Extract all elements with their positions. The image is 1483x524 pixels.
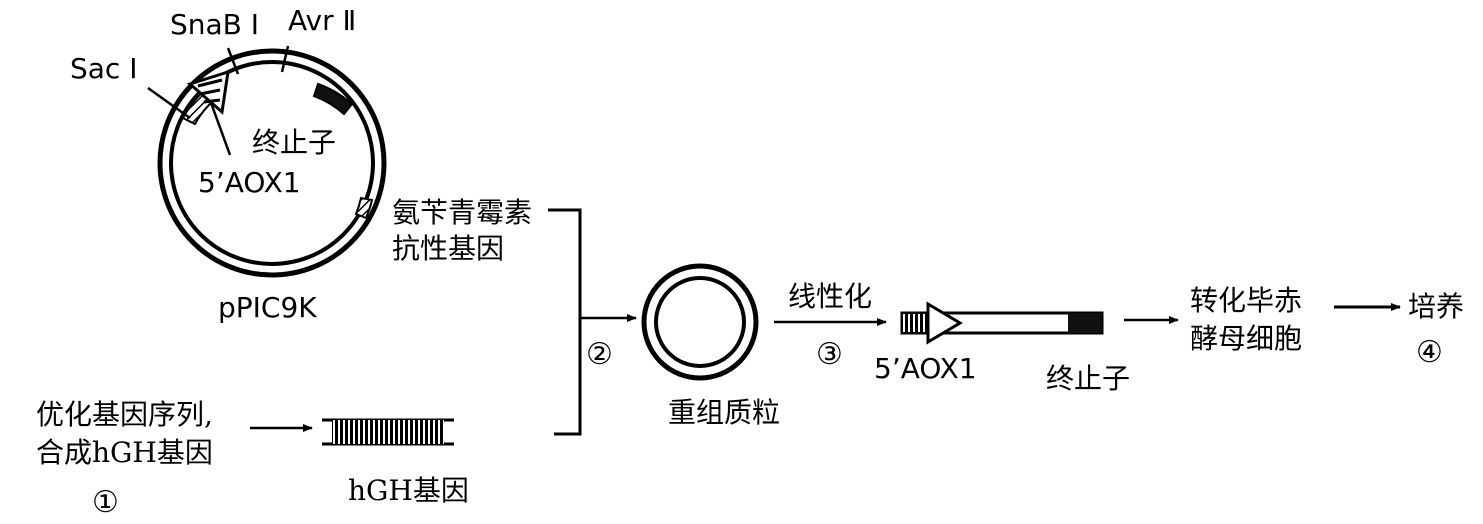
step1: 优化基因序列, 合成hGH基因 ① [36,398,313,520]
transform-label-line1: 转化毕赤 [1190,284,1302,317]
gene-label: hGH基因 [348,474,469,507]
site-avr: Avr Ⅱ [288,4,356,37]
step2-bracket: ② [548,208,637,436]
step3-number: ③ [816,337,843,372]
plasmid-inner-ring [169,60,375,266]
resistance-label-line1: 氨苄青霉素 [392,196,532,229]
step4-label: 培养 [1408,290,1464,323]
recombinant-outer-ring [641,263,759,381]
step1-number: ① [92,485,119,520]
resistance-label-line2: 抗性基因 [392,232,504,265]
plasmid-promoter-label: 5’AOX1 [198,166,301,199]
plasmid-pPIC9K: Sac Ⅰ SnaB Ⅰ Avr Ⅱ 终止子 5’AOX1 pPIC9K 氨苄青… [70,4,532,324]
transformation: 转化毕赤 酵母细胞 [1124,284,1302,355]
step4: 培养 ④ [1334,290,1464,370]
recombinant-inner-ring [654,276,746,368]
linear-promoter-block [901,312,929,334]
step3: 线性化 ③ [774,280,887,372]
plasmid-name: pPIC9K [218,291,317,324]
terminator-segment [312,82,354,116]
plasmid-terminator-label: 终止子 [252,126,336,159]
recombinant-label: 重组质粒 [668,396,780,429]
transform-label-line2: 酵母细胞 [1190,322,1302,355]
resistance-marker [354,196,374,220]
site-snab: SnaB Ⅰ [170,8,259,41]
step2-number: ② [586,337,613,372]
step4-number: ④ [1416,335,1443,370]
step3-label: 线性化 [788,280,872,313]
step1-text-line2: 合成hGH基因 [36,436,213,469]
linear-promoter-label: 5’AOX1 [874,352,977,385]
linear-dna: 5’AOX1 终止子 [874,301,1130,395]
plasmid-outer-ring [157,48,387,278]
site-sac: Sac Ⅰ [70,52,137,85]
recombinant-plasmid: 重组质粒 [641,263,780,429]
hgh-gene: hGH基因 [322,418,469,507]
linear-terminator-label: 终止子 [1046,362,1130,395]
step1-text-line1: 优化基因序列, [36,398,213,431]
linear-terminator-block [1068,313,1102,333]
linear-promoter-arrow [926,301,963,345]
